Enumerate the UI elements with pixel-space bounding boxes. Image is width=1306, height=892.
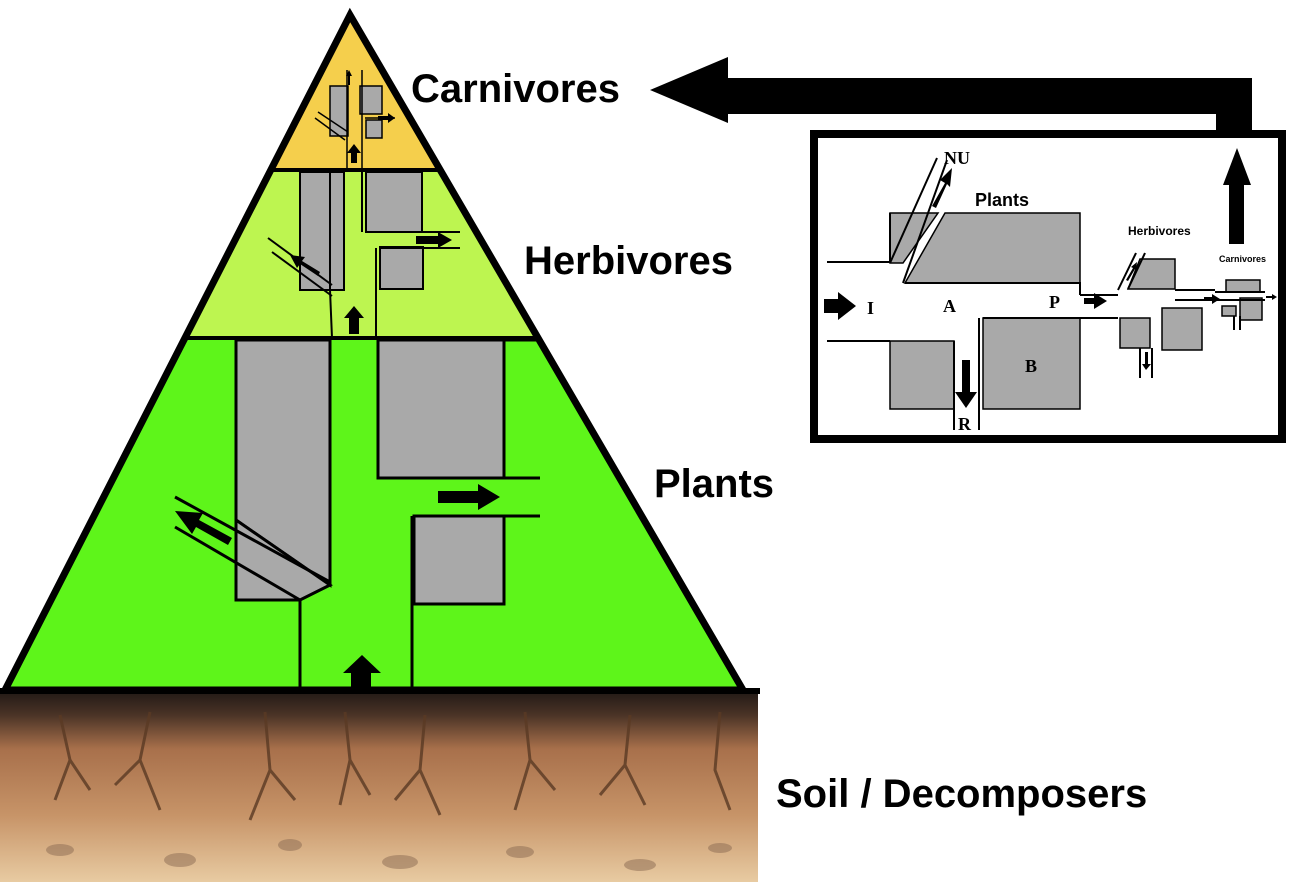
up-arrow-icon [1223,148,1251,244]
inset-plants-label: Plants [975,190,1029,210]
up-arrow-icon [346,70,352,85]
inset-carnivores-label: Carnivores [1219,254,1266,264]
inset-herbivores-label: Herbivores [1128,224,1191,238]
up-arrow-icon [344,306,364,334]
carnivores-label: Carnivores [411,67,620,111]
down-arrow-icon [1142,352,1151,370]
right-arrow-icon [1266,294,1277,300]
big-left-arrow-icon [650,57,1252,134]
soil-pebbles [46,839,732,871]
carnivores-band [5,15,743,170]
carnivore-compartments [329,85,383,139]
herbivores-label: Herbivores [524,239,733,283]
herbivore-compartments [299,171,424,291]
inset-r-label: R [958,414,972,434]
pyramid-flow-arrows [175,70,500,690]
soil-decomposers-label: Soil / Decomposers [776,772,1147,816]
up-right-arrow-icon [932,168,952,208]
up-arrow-icon [343,655,381,690]
plants-label: Plants [654,462,774,506]
right-arrow-icon [438,484,500,510]
right-arrow-icon [1084,293,1107,309]
roots-illustration [53,711,732,821]
inset-p-label: P [1049,292,1060,312]
up-arrow-icon [347,144,361,163]
right-arrow-icon [416,232,452,248]
inset-arrows [824,148,1277,408]
inset-b-label: B [1025,356,1037,376]
right-arrow-icon [378,113,395,123]
left-up-arrow-icon [175,511,232,545]
right-arrow-icon [1204,294,1220,304]
inset-a-label: A [943,296,956,316]
inset-i-label: I [867,298,874,318]
inset-compartment-model: Plants Herbivores Carnivores NU I A P B … [810,130,1286,443]
right-arrow-icon [824,292,856,320]
down-arrow-icon [955,360,977,408]
left-up-arrow-icon [290,255,320,276]
soil-layer [0,692,758,882]
inset-nu-label: NU [944,148,970,168]
up-right-arrow-icon [1126,262,1137,281]
inset-compartments [889,212,1263,410]
